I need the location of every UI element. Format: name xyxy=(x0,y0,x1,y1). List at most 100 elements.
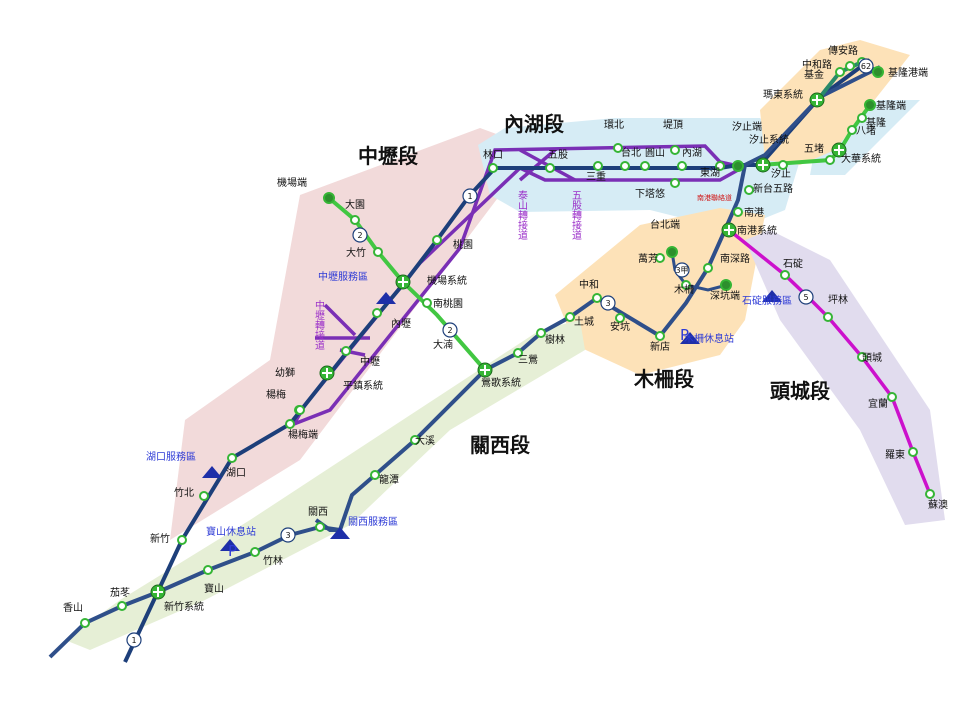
station-label: 蘇澳 xyxy=(928,498,948,511)
section-title-toucheng: 頭城段 xyxy=(770,379,830,403)
service-area-icon xyxy=(330,527,350,539)
station-label: 土城 xyxy=(574,315,594,328)
station-marker xyxy=(655,331,665,341)
station-label: 東湖 xyxy=(700,166,720,179)
station-label: 基隆 xyxy=(866,116,886,129)
freeway-2-line xyxy=(327,196,487,372)
station-marker xyxy=(615,313,625,323)
station-marker xyxy=(720,279,732,291)
station-marker xyxy=(410,435,420,445)
route-shield-icon xyxy=(674,262,690,278)
station-label: 基隆港端 xyxy=(888,66,928,79)
station-label: 傳安路 xyxy=(828,44,858,57)
station-label: 新台五路 xyxy=(753,182,793,195)
station-label: 中壢 xyxy=(360,355,380,368)
connector-label: 中壢轉接道 xyxy=(313,299,325,350)
route-number: 62 xyxy=(861,62,871,71)
interchange-cross xyxy=(322,368,332,378)
station-label: 萬芳 xyxy=(638,252,658,265)
station-label: 南深路 xyxy=(720,252,750,265)
station-label: 新竹系統 xyxy=(164,600,204,613)
interchange-cross xyxy=(758,160,768,170)
station-label: 下塔悠 xyxy=(635,187,665,200)
section-title-neihu: 內湖段 xyxy=(504,112,564,136)
service-area-label: 湖口服務區 xyxy=(146,450,196,463)
station-marker xyxy=(857,113,867,123)
route-number: 3 xyxy=(605,299,610,308)
service-area-label: 寶山休息站 xyxy=(206,525,256,538)
station-label: 羅東 xyxy=(885,448,905,461)
station-marker xyxy=(887,392,897,402)
service-area-label: 中壢服務區 xyxy=(318,270,368,283)
zone-toucheng xyxy=(745,230,945,525)
station-label: 中和路 xyxy=(802,58,832,71)
station-label: 新店 xyxy=(650,340,670,353)
route-shield-icon xyxy=(462,188,478,204)
station-marker xyxy=(925,489,935,499)
station-marker xyxy=(666,246,678,258)
station-label: 寶山 xyxy=(204,582,224,595)
station-label: 平鎮系統 xyxy=(343,379,383,392)
station-marker xyxy=(670,178,680,188)
station-marker xyxy=(545,163,555,173)
section-title-zhongli: 中壢段 xyxy=(358,144,418,168)
station-label: 湖口 xyxy=(226,467,246,479)
station-marker xyxy=(835,67,845,77)
station-marker xyxy=(373,247,383,257)
station-marker xyxy=(593,161,603,171)
station-label: 堤頂 xyxy=(663,119,683,131)
interchange-cross xyxy=(834,145,844,155)
station-markers xyxy=(80,57,935,628)
station-label: 內湖 xyxy=(682,147,702,159)
station-marker xyxy=(778,160,788,170)
service-area-label: 石碇服務區 xyxy=(742,294,792,307)
station-marker xyxy=(613,143,623,153)
route-number: 5 xyxy=(803,293,808,302)
route-number: 2 xyxy=(447,326,452,335)
station-marker xyxy=(857,352,867,362)
station-marker xyxy=(295,405,305,415)
route-shield-icon xyxy=(600,295,616,311)
station-marker xyxy=(864,99,876,111)
station-label: 南港 xyxy=(744,206,764,219)
station-label: 五堵 xyxy=(804,142,824,155)
service-area-label: 關西服務區 xyxy=(348,515,398,528)
route-shield-icon xyxy=(858,58,874,74)
route-shield-icon xyxy=(442,322,458,338)
station-label: 林口 xyxy=(483,148,503,161)
station-label: 汐止 xyxy=(771,167,791,180)
station-marker xyxy=(250,547,260,557)
interchange-cross xyxy=(812,95,822,105)
station-label: 深坑端 xyxy=(710,289,740,302)
station-label: 幼獅 xyxy=(275,366,295,379)
service-area-icon xyxy=(220,539,240,551)
connector-label: 泰山轉接道 xyxy=(516,189,528,240)
route-number: 3 xyxy=(285,531,290,540)
station-marker xyxy=(744,185,754,195)
station-marker xyxy=(640,161,650,171)
station-label: 香山 xyxy=(63,602,83,614)
station-label: 竹林 xyxy=(263,554,283,567)
station-label: 三重 xyxy=(586,170,606,183)
route-number: 1 xyxy=(467,192,472,201)
station-marker xyxy=(323,192,335,204)
station-marker xyxy=(227,453,237,463)
station-label: 三鶯 xyxy=(518,353,538,366)
station-marker xyxy=(677,161,687,171)
station-marker xyxy=(655,253,665,263)
station-label: 環北 xyxy=(604,119,624,131)
link-road-label: 南港聯絡道 xyxy=(697,193,732,202)
station-label: 大溪 xyxy=(415,434,435,447)
station-label: 大園 xyxy=(345,198,365,211)
interchange-cross xyxy=(153,587,163,597)
station-label: 竹北 xyxy=(174,486,194,499)
service-area-icon xyxy=(680,332,700,344)
station-label: 樹林 xyxy=(545,333,565,346)
station-label: 龍潭 xyxy=(379,473,399,486)
station-marker xyxy=(536,328,546,338)
station-marker xyxy=(872,66,884,78)
station-label: 汐止端 xyxy=(732,120,762,133)
station-marker xyxy=(732,160,744,172)
station-marker xyxy=(117,601,127,611)
